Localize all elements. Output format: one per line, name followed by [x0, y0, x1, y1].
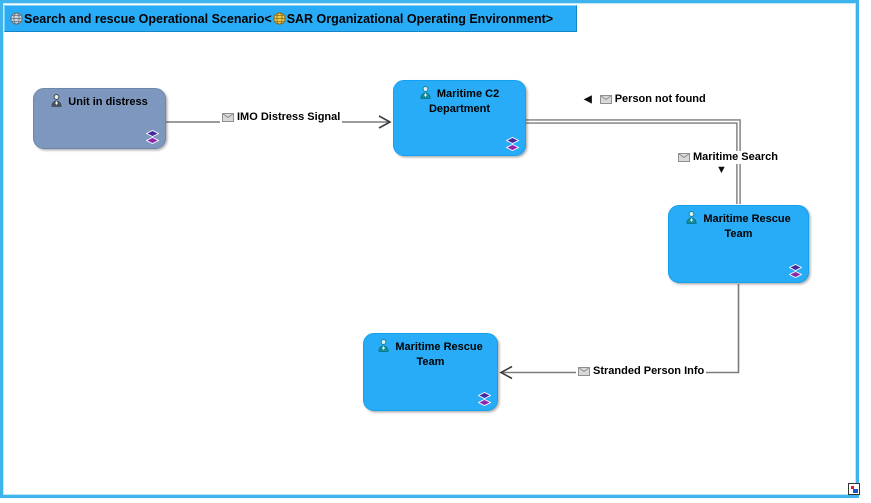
- node-label: Maritime Rescue Team: [395, 341, 483, 368]
- open-arrowhead-left-icon: [499, 365, 513, 380]
- horizontal-scrollbar[interactable]: [3, 481, 850, 495]
- direction-left-icon: ◀: [584, 93, 592, 105]
- diagram-title-part1: Search and rescue Operational Scenario<: [24, 11, 272, 26]
- edge-label-imo-distress-signal[interactable]: IMO Distress Signal: [220, 111, 343, 124]
- message-icon: [222, 113, 234, 122]
- composite-diamond-icon: [146, 130, 159, 144]
- diagram-overview-icon[interactable]: [848, 483, 860, 495]
- message-icon: [578, 367, 590, 376]
- edge-label-maritime-search[interactable]: Maritime Search: [676, 151, 780, 164]
- node-label: Unit in distress: [68, 96, 148, 108]
- open-arrowhead-right-icon: [378, 115, 392, 129]
- connector-pair-c2-rescue-inner: [526, 120, 740, 204]
- person-icon: [686, 211, 697, 228]
- edge-label-stranded-person-info[interactable]: Stranded Person Info: [576, 365, 707, 378]
- globe-gray-icon: [10, 12, 23, 25]
- edge-label-text: IMO Distress Signal: [237, 111, 341, 123]
- edge-label-text: Maritime Search: [693, 151, 778, 163]
- diagram-title-part2: SAR Organizational Operating Environment…: [286, 11, 554, 26]
- connector-stranded-person-info[interactable]: [502, 284, 740, 374]
- node-unit-in-distress[interactable]: Unit in distress: [33, 88, 166, 149]
- composite-diamond-icon: [506, 137, 519, 151]
- node-maritime-rescue-team-right[interactable]: Maritime Rescue Team: [668, 205, 809, 283]
- node-label: Maritime C2 Department: [428, 88, 500, 115]
- composite-diamond-icon: [478, 392, 491, 406]
- composite-diamond-icon: [789, 264, 802, 278]
- person-icon: [51, 94, 62, 111]
- node-label: Maritime Rescue Team: [703, 213, 791, 240]
- overview-blue-dot: [853, 489, 858, 493]
- edge-label-person-not-found[interactable]: ◀ Person not found: [582, 93, 708, 106]
- edge-label-text: Stranded Person Info: [593, 365, 705, 377]
- diagram-title-bar: Search and rescue Operational Scenario< …: [4, 5, 577, 32]
- overview-red-dot: [851, 486, 854, 489]
- person-icon: [378, 339, 389, 356]
- message-icon: [599, 95, 612, 104]
- node-maritime-rescue-team-bottom[interactable]: Maritime Rescue Team: [363, 333, 498, 411]
- direction-down-icon: ▼: [716, 164, 727, 176]
- edge-label-text: Person not found: [614, 93, 706, 105]
- globe-yellow-icon: [273, 12, 286, 25]
- person-icon: [420, 86, 431, 103]
- message-icon: [678, 153, 690, 162]
- node-maritime-c2-department[interactable]: Maritime C2 Department: [393, 80, 526, 156]
